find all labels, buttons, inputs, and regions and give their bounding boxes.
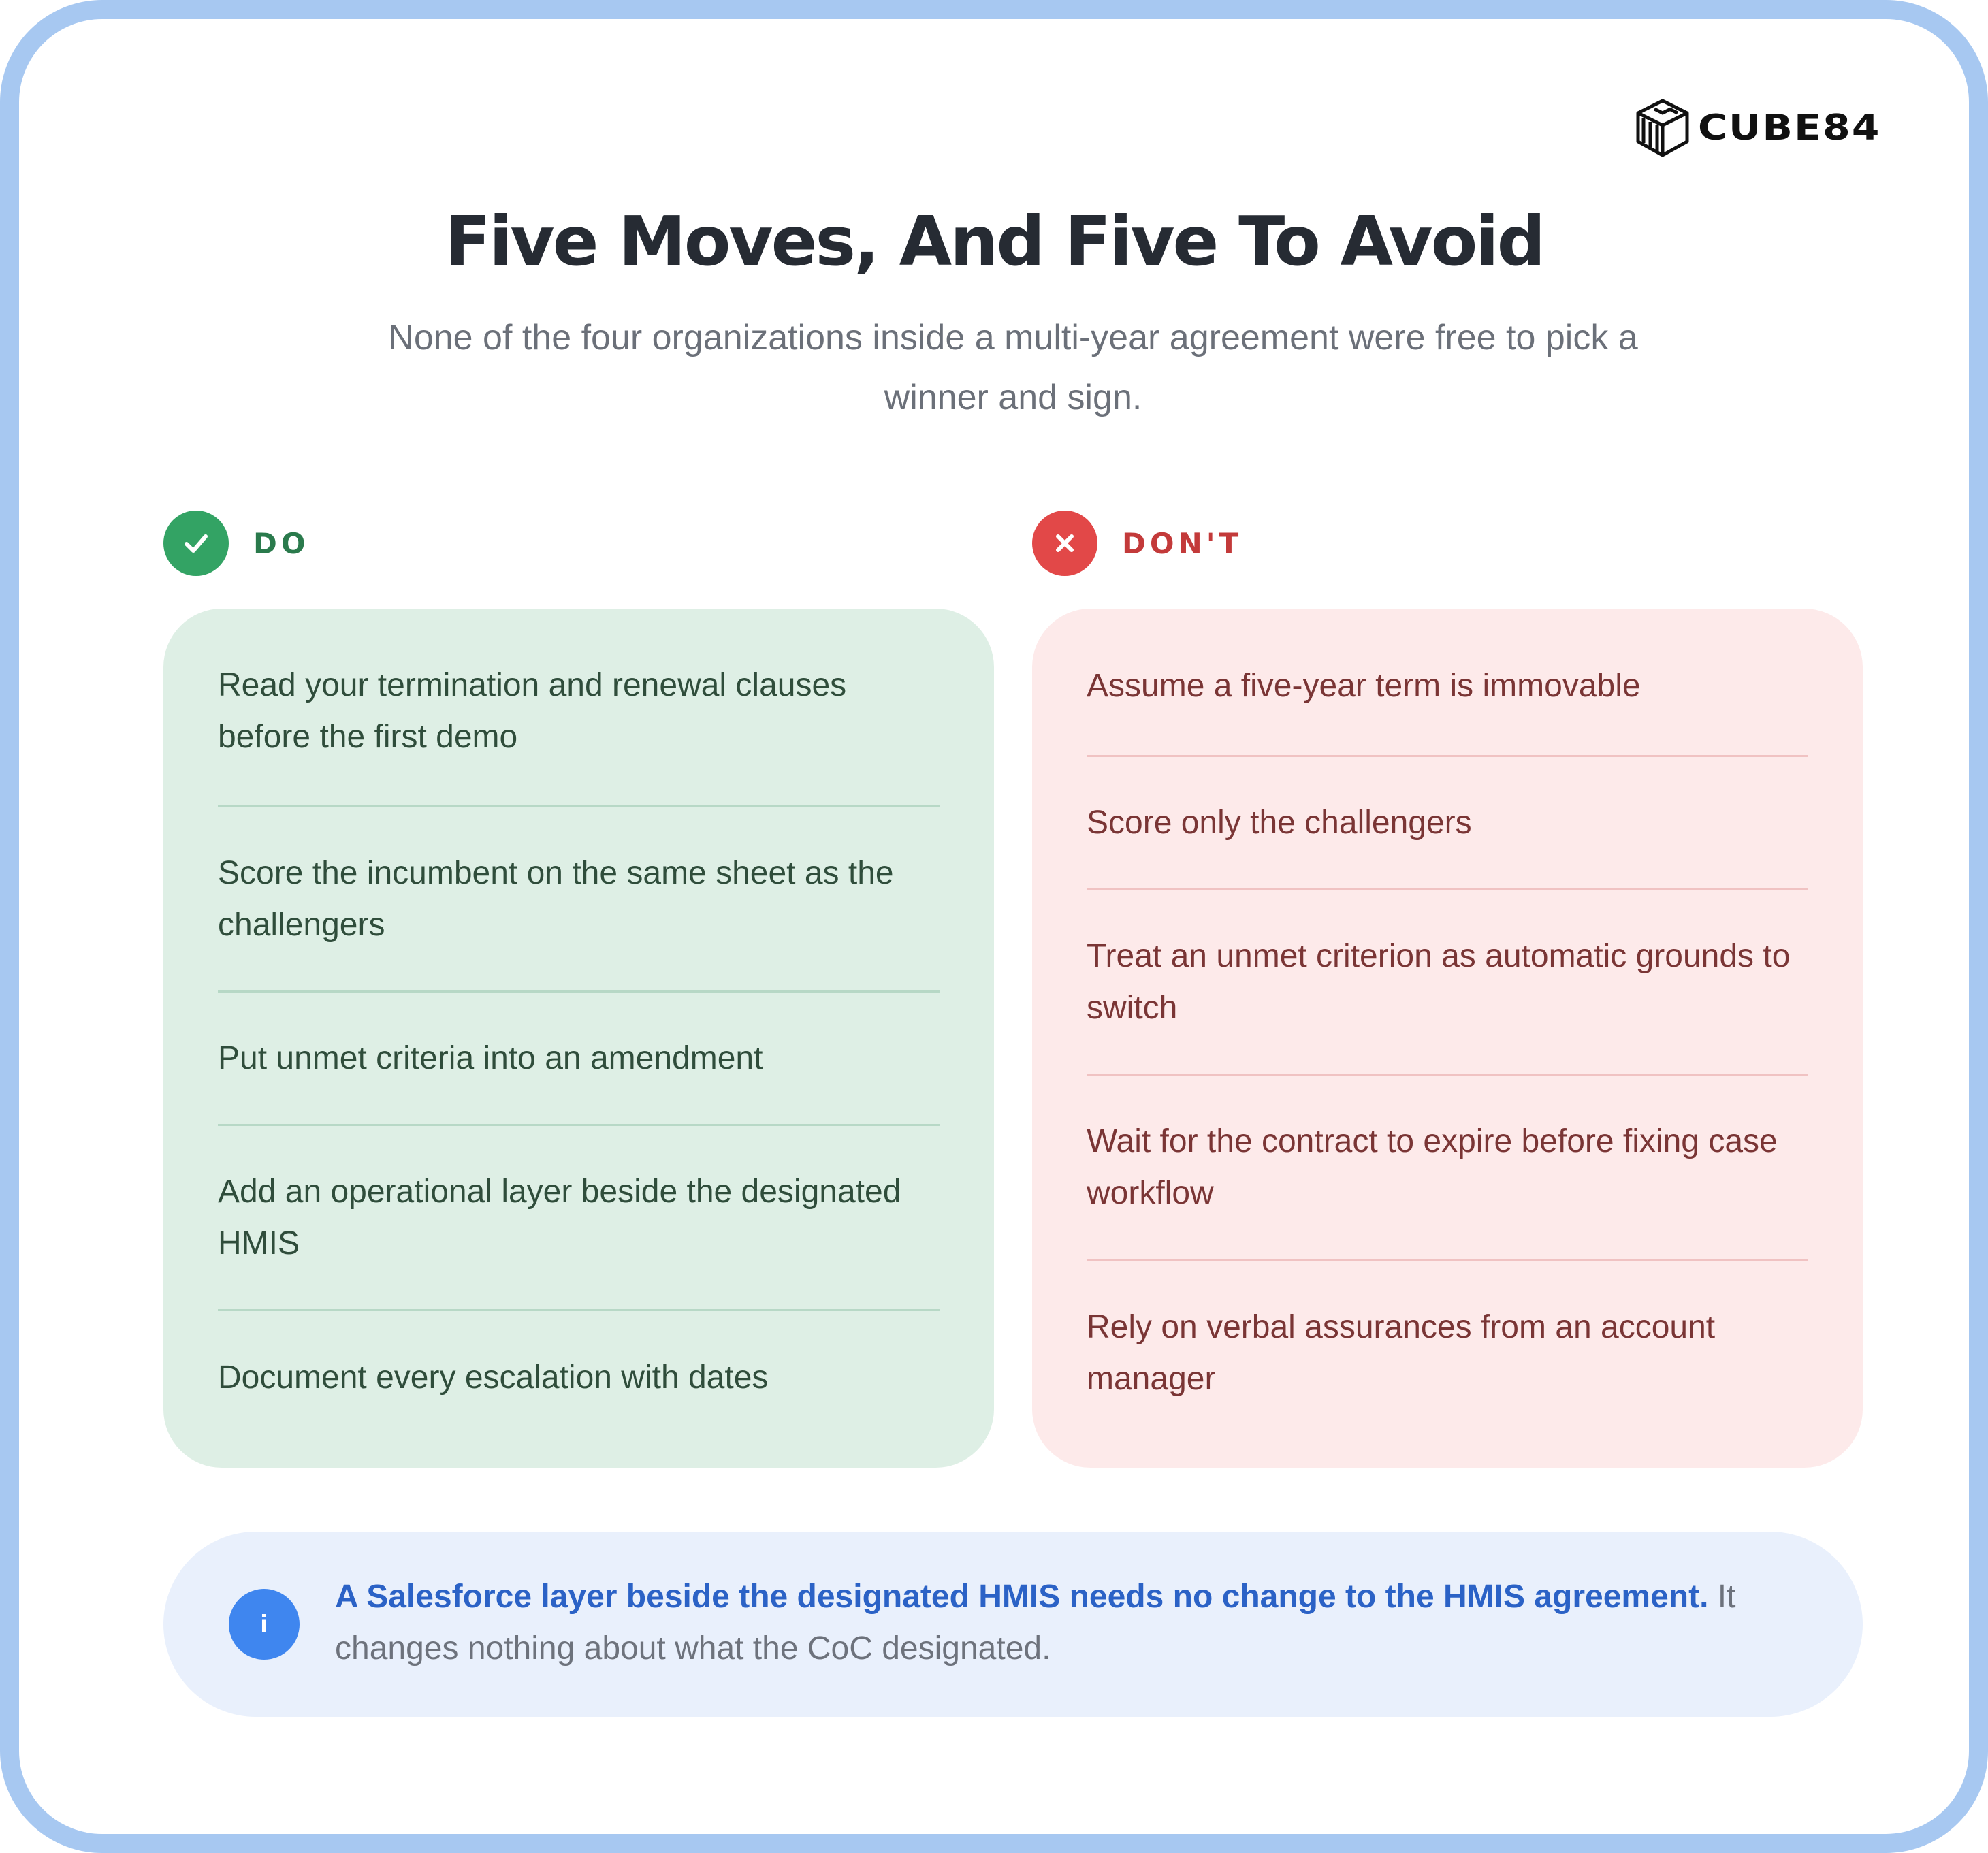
- page-title: Five Moves, And Five To Avoid: [444, 202, 1545, 281]
- dont-item: Assume a five-year term is immovable: [1087, 609, 1808, 757]
- page-subtitle: None of the four organizations inside a …: [388, 318, 1638, 417]
- info-callout-body: It changes nothing about what the CoC de…: [335, 1579, 1736, 1666]
- dont-item: Rely on verbal assurances from an accoun…: [1087, 1309, 1716, 1397]
- info-callout-text: A Salesforce layer beside the designated…: [335, 1571, 1792, 1675]
- dont-label: DON'T: [1122, 526, 1243, 560]
- dont-item: Treat an unmet criterion as automatic gr…: [1087, 890, 1808, 1076]
- dont-item: Wait for the contract to expire before f…: [1087, 1076, 1808, 1261]
- do-item: Put unmet criteria into an amendment: [218, 993, 940, 1126]
- close-icon: [1032, 511, 1097, 576]
- info-icon: i: [229, 1589, 300, 1660]
- do-heading: DO: [163, 511, 310, 576]
- do-item: Document every escalation with dates: [218, 1359, 769, 1396]
- info-callout: i A Salesforce layer beside the designat…: [163, 1532, 1863, 1717]
- do-item: Read your termination and renewal clause…: [218, 609, 940, 807]
- brand-logo: CUBE84: [1634, 98, 1881, 158]
- do-label: DO: [253, 526, 310, 560]
- do-item: Score the incumbent on the same sheet as…: [218, 807, 940, 993]
- dont-list: Assume a five-year term is immovable Sco…: [1032, 609, 1863, 1468]
- do-item: Add an operational layer beside the desi…: [218, 1126, 940, 1311]
- do-list: Read your termination and renewal clause…: [163, 609, 994, 1468]
- dont-item: Score only the challengers: [1087, 757, 1808, 890]
- dont-heading: DON'T: [1032, 511, 1242, 576]
- brand-name: CUBE84: [1698, 108, 1881, 148]
- cube-logo-icon: [1636, 99, 1689, 157]
- check-icon: [163, 511, 229, 576]
- info-callout-highlight: A Salesforce layer beside the designated…: [335, 1579, 1709, 1615]
